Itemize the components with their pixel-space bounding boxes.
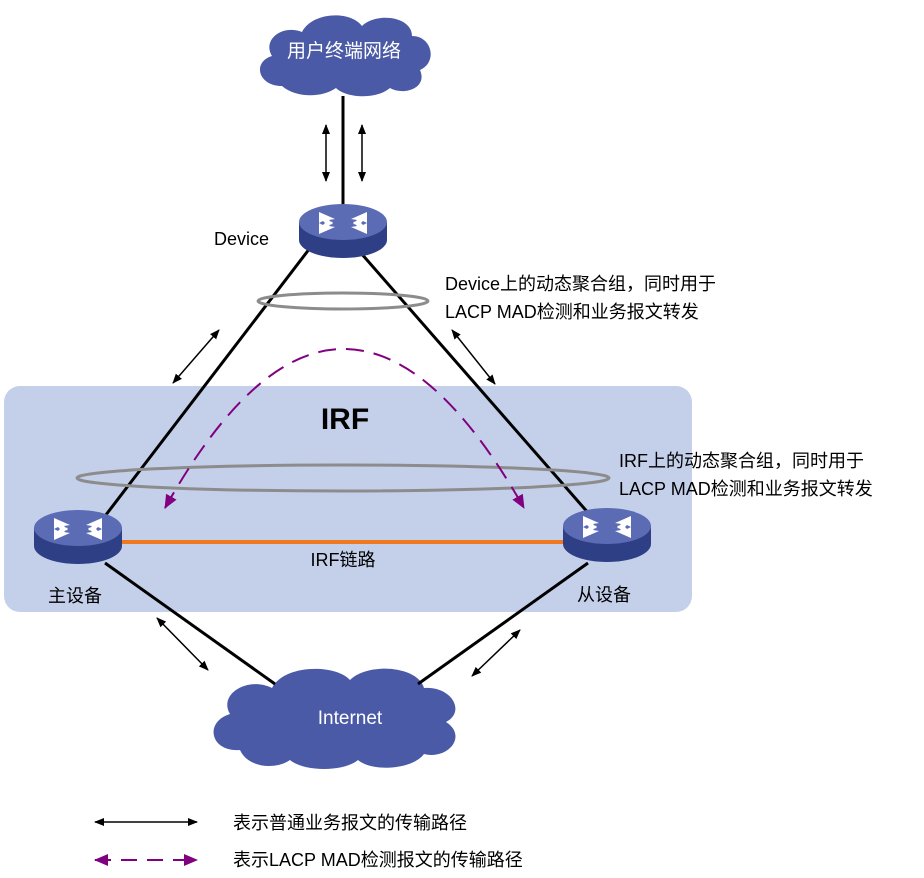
slave-switch-icon <box>563 508 651 562</box>
master-label: 主设备 <box>48 586 102 606</box>
traffic-arrow-right-lower <box>471 629 521 677</box>
lacp-mad-path <box>164 348 525 509</box>
traffic-arrow-left-lower <box>156 617 209 671</box>
device-annotation-line2: LACP MAD检测和业务报文转发 <box>445 302 699 322</box>
internet-label: Internet <box>318 708 383 729</box>
traffic-arrow-right-upper <box>451 329 496 385</box>
internet-cloud: Internet <box>213 668 456 769</box>
legend-solid-label: 表示普通业务报文的传输路径 <box>233 813 467 833</box>
slave-internet-link <box>417 561 589 686</box>
device-annotation-line1: Device上的动态聚合组，同时用于 <box>445 274 716 294</box>
device-aggregation-ring <box>256 291 430 311</box>
slave-label: 从设备 <box>577 585 631 605</box>
traffic-arrow-left-upper <box>172 329 220 384</box>
irf-annotation-line2: LACP MAD检测和业务报文转发 <box>619 479 873 499</box>
irf-aggregation-ring <box>75 463 611 493</box>
device-switch-icon <box>299 204 387 258</box>
user-network-cloud: 用户终端网络 <box>259 15 431 97</box>
device-label: Device <box>214 229 269 249</box>
legend-dashed-label: 表示LACP MAD检测报文的传输路径 <box>233 850 523 870</box>
irf-title: IRF <box>321 403 369 436</box>
device-master-link <box>100 247 312 521</box>
legend: 表示普通业务报文的传输路径 表示LACP MAD检测报文的传输路径 <box>94 813 523 870</box>
user-network-label: 用户终端网络 <box>287 40 401 62</box>
master-switch-icon <box>34 510 122 564</box>
irf-link-label: IRF链路 <box>311 550 376 570</box>
irf-annotation-line1: IRF上的动态聚合组，同时用于 <box>619 451 864 471</box>
